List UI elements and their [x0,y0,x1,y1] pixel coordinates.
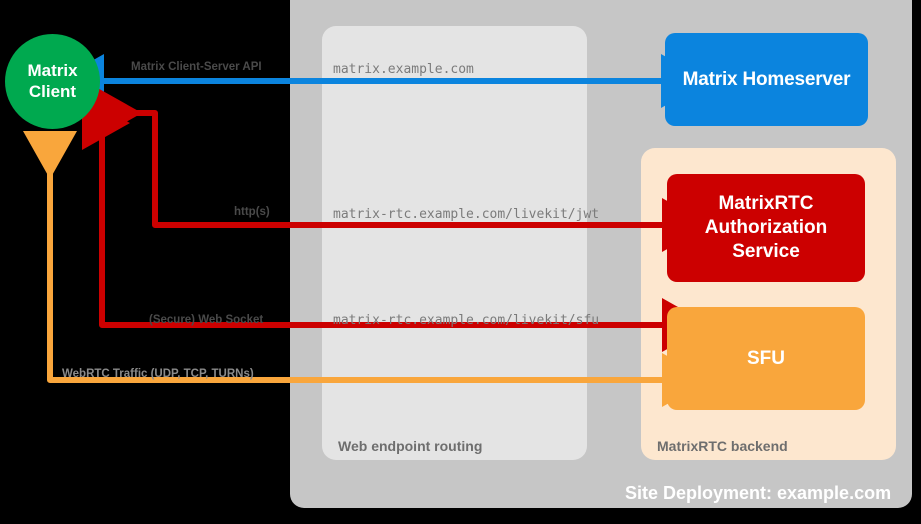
endpoint-matrix-example-com: matrix.example.com [333,62,474,77]
auth-service-label-line2: Authorization [704,216,828,238]
matrix-homeserver-label: Matrix Homeserver [682,68,851,90]
label-webrtc-traffic: WebRTC Traffic (UDP, TCP, TURNs) [62,368,254,380]
label-matrix-client-server-api: Matrix Client-Server API [131,61,262,73]
matrixrtc-backend-label: MatrixRTC backend [657,438,788,454]
endpoint-livekit-sfu: matrix-rtc.example.com/livekit/sfu [333,313,600,328]
endpoint-livekit-jwt: matrix-rtc.example.com/livekit/jwt [333,207,600,222]
auth-service-label-line1: MatrixRTC [718,192,814,214]
matrix-client-label-line2: Client [28,81,77,101]
sfu-label: SFU [747,347,785,369]
auth-service-label-line3: Service [732,241,800,263]
matrix-client-node[interactable]: Matrix Client [5,34,100,129]
label-web-socket: (Secure) Web Socket [149,314,264,326]
matrix-client-label-line1: Matrix [27,61,78,81]
label-https: http(s) [234,206,270,218]
sfu-node[interactable]: SFU [667,307,865,410]
matrix-homeserver-node[interactable]: Matrix Homeserver [665,33,868,126]
arrow-webrtc-traffic [23,131,710,407]
web-endpoint-routing-label: Web endpoint routing [338,438,483,454]
site-deployment-label: Site Deployment: example.com [625,483,892,503]
matrixrtc-authorization-service-node[interactable]: MatrixRTC Authorization Service [667,174,865,282]
